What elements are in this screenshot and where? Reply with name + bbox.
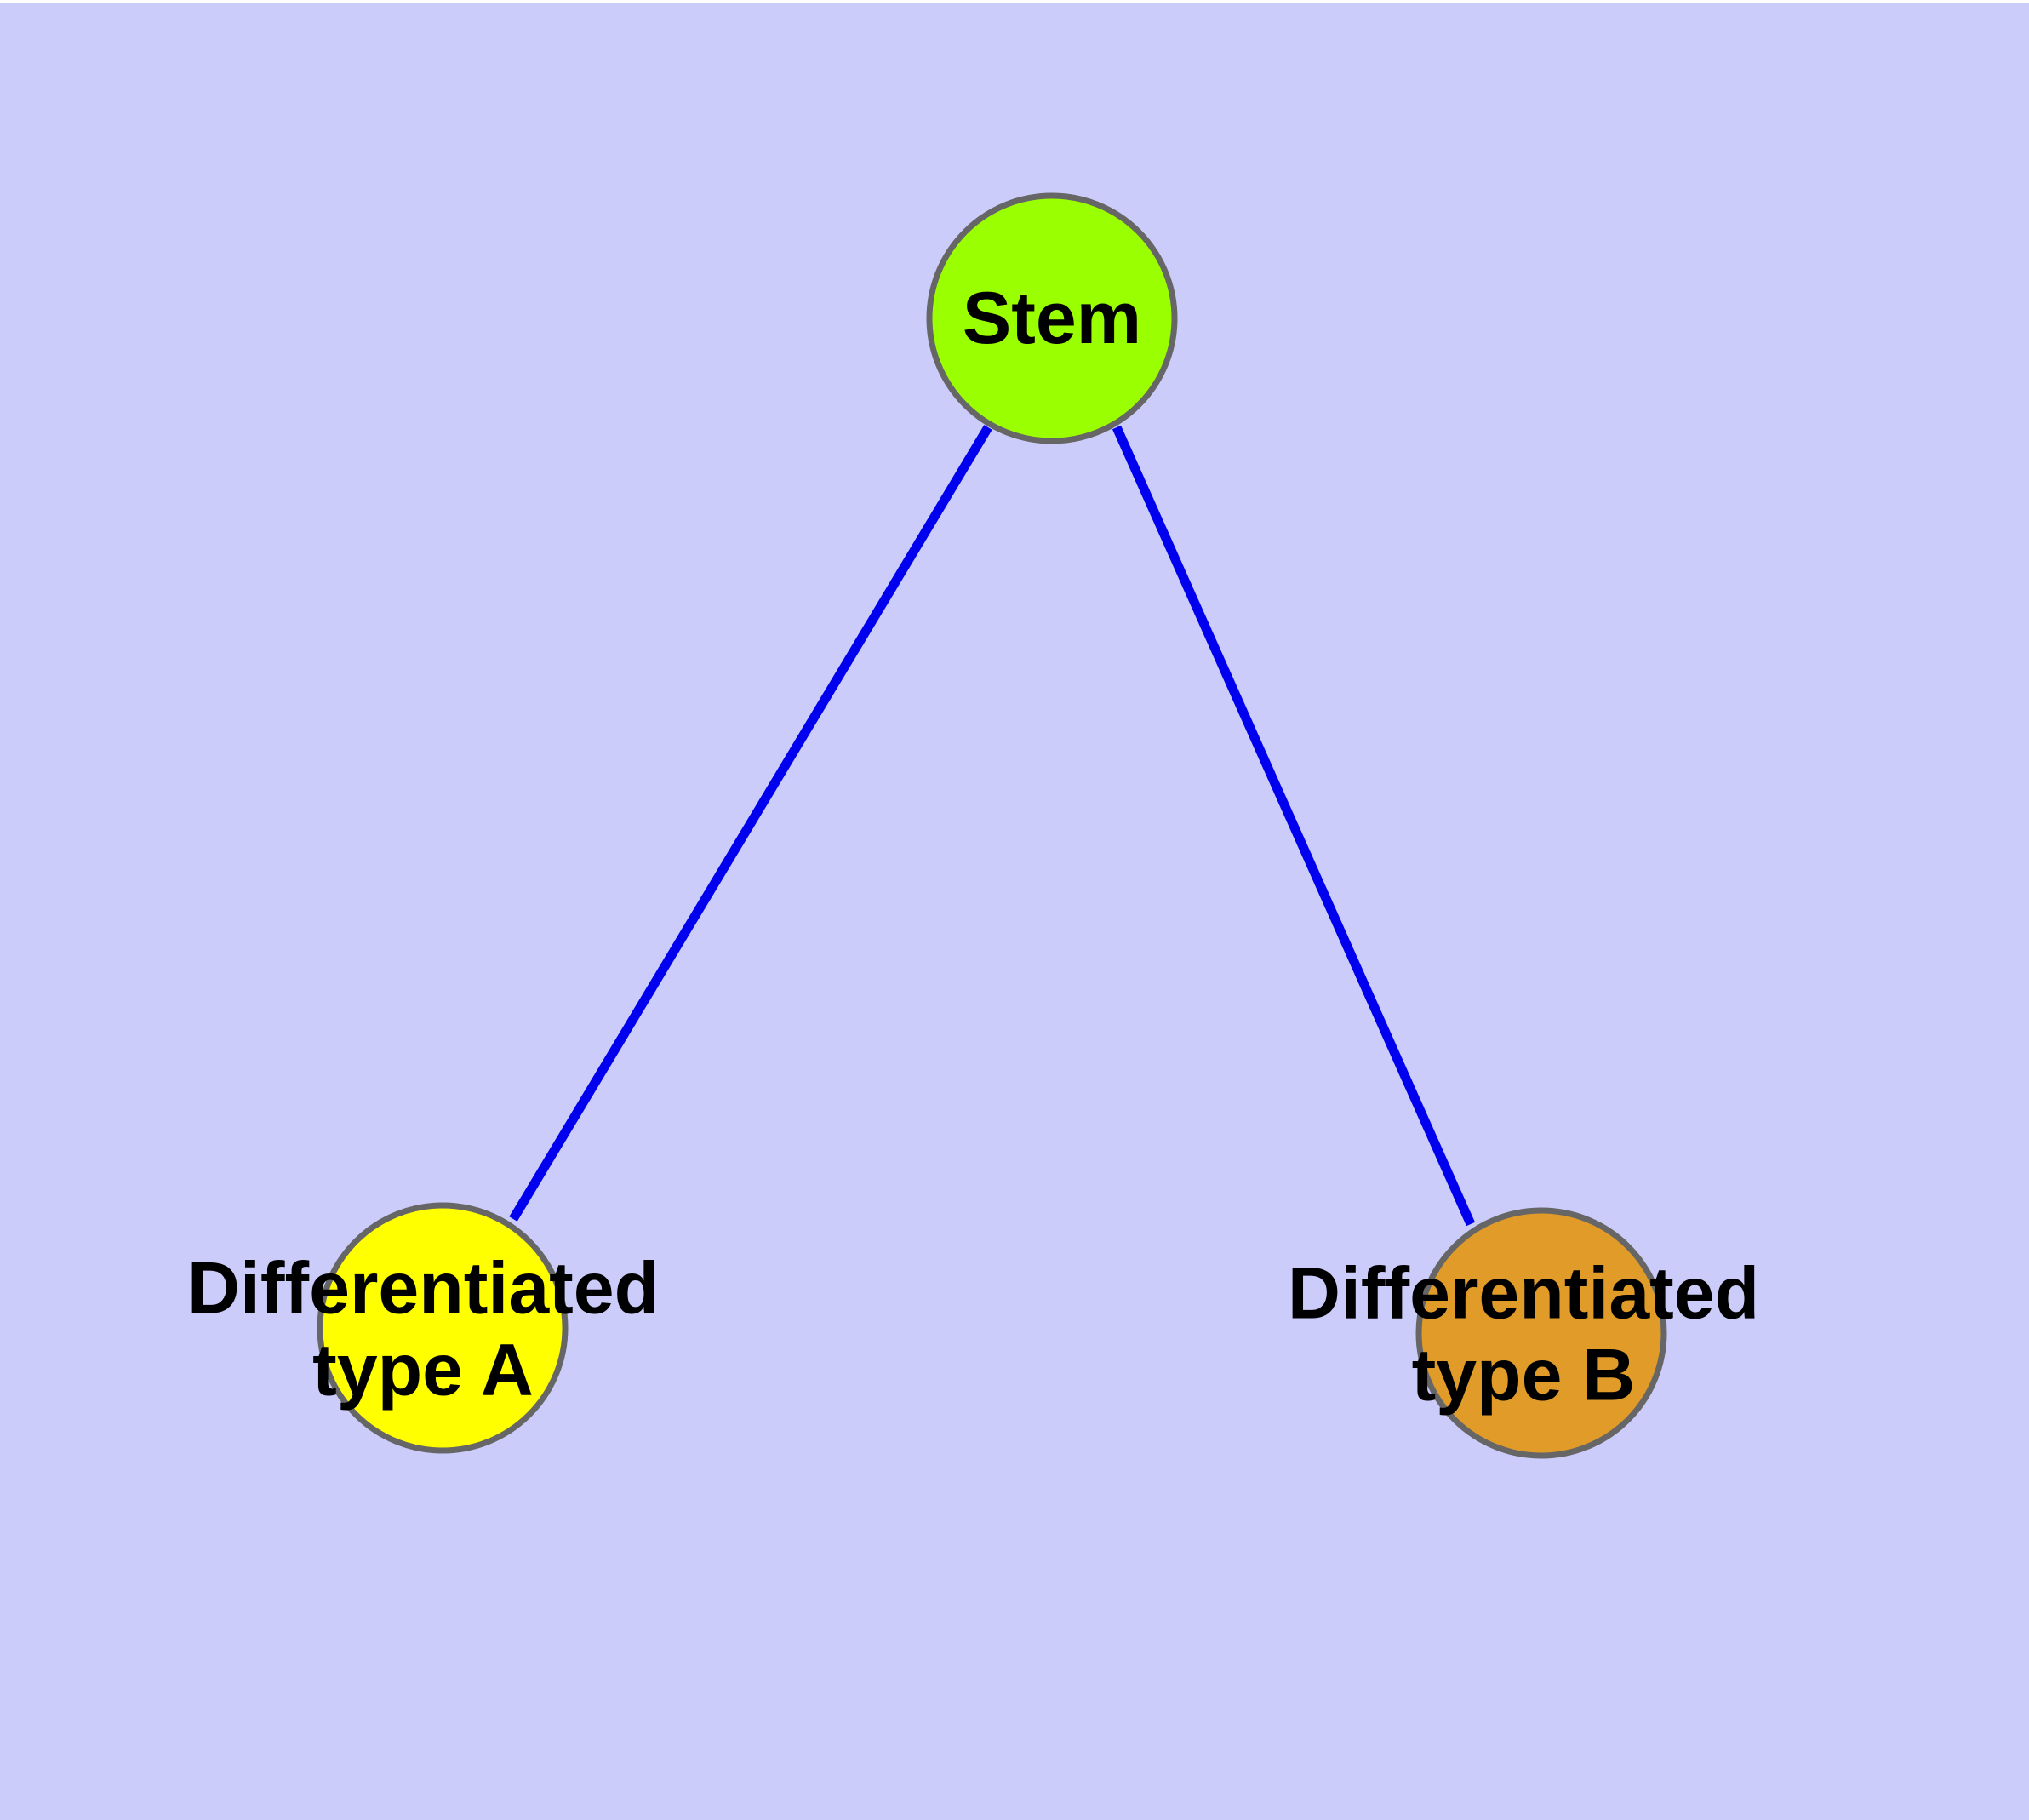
edge-stem-to-differentiated-type-b[interactable]	[1112, 425, 1476, 1227]
canvas-top-margin	[0, 0, 2029, 3]
node-differentiated-type-b[interactable]	[1415, 1207, 1667, 1459]
node-differentiated-type-a[interactable]	[317, 1202, 569, 1454]
edge-stem-to-differentiated-type-a[interactable]	[509, 425, 992, 1222]
node-stem[interactable]	[926, 192, 1178, 444]
nodes-layer	[317, 192, 1667, 1459]
edges-layer	[509, 425, 1476, 1227]
